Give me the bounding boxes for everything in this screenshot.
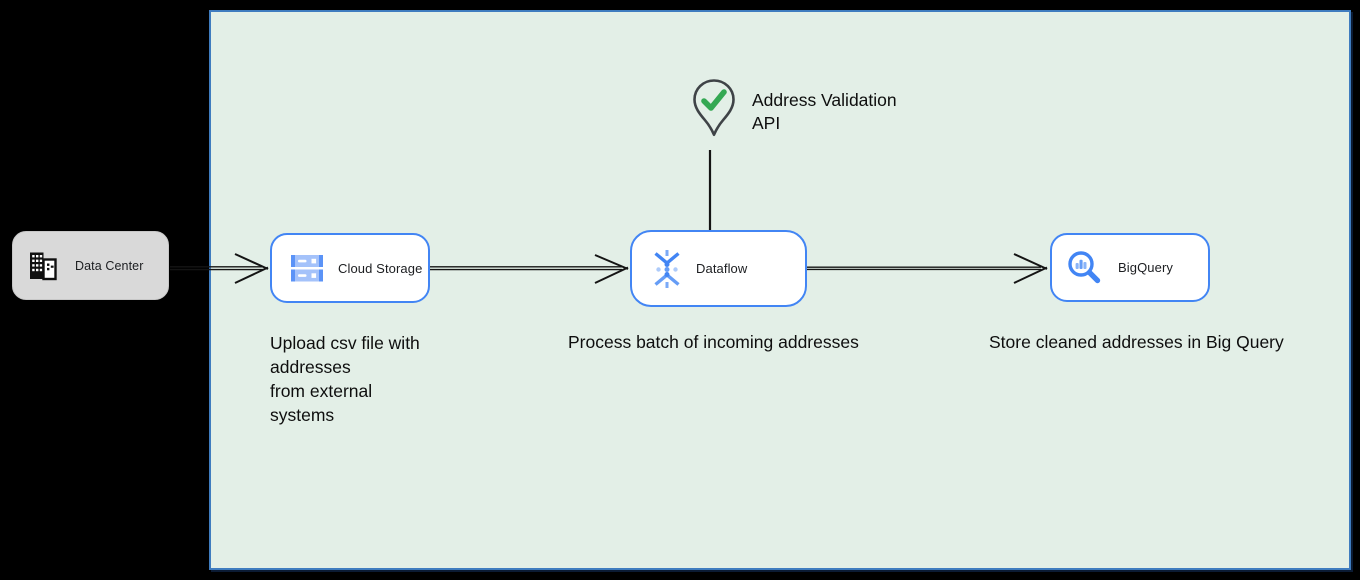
caption-dataflow: Process batch of incoming addresses <box>568 332 859 352</box>
bigquery-icon <box>1066 249 1103 286</box>
cloud-storage-icon <box>289 252 325 284</box>
dataflow-icon <box>647 247 687 291</box>
node-label-dataflow: Dataflow <box>696 261 748 276</box>
address-validation-label: Address Validation API <box>752 90 897 133</box>
caption-cloud-storage: Upload csv file with addresses from exte… <box>270 333 420 425</box>
caption-bigquery: Store cleaned addresses in Big Query <box>989 332 1284 352</box>
node-bigquery[interactable]: BigQuery <box>1050 233 1210 302</box>
node-label-data-center: Data Center <box>75 258 144 273</box>
map-pin-check-icon <box>690 78 738 140</box>
node-dataflow[interactable]: Dataflow <box>630 230 807 307</box>
building-icon <box>27 251 59 281</box>
node-data-center[interactable]: Data Center <box>12 231 169 300</box>
node-cloud-storage[interactable]: Cloud Storage <box>270 233 430 303</box>
node-label-cloud-storage: Cloud Storage <box>338 260 423 276</box>
node-label-bigquery: BigQuery <box>1118 260 1173 275</box>
address-validation-marker[interactable] <box>690 78 738 140</box>
